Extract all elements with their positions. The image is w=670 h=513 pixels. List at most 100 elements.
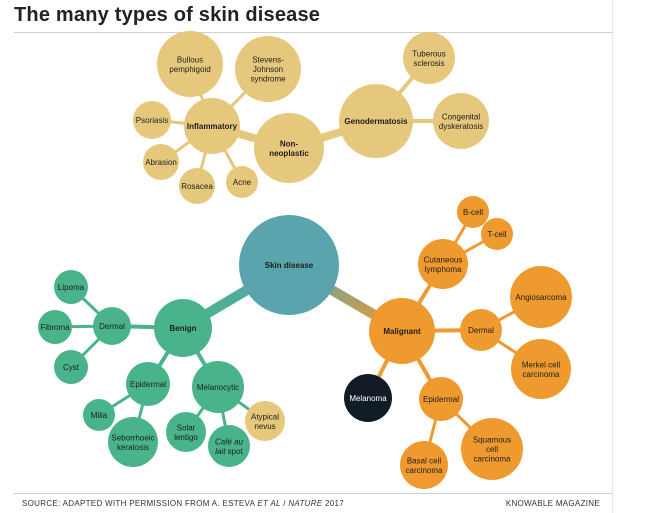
node-label-nonneoplastic-0: Non- xyxy=(280,139,299,148)
node-label-benign-0: Benign xyxy=(169,324,196,333)
node-circle-bcell xyxy=(457,196,489,228)
node-circle-atypical xyxy=(245,401,285,441)
node-psoriasis: Psoriasis xyxy=(133,101,171,139)
node-circle-tuberous xyxy=(403,32,455,84)
node-circle-malignant xyxy=(369,298,435,364)
node-label-seborrhoeic-1: keratosis xyxy=(117,443,149,452)
node-circle-epidermal-b xyxy=(126,362,170,406)
node-label-milia-0: Milia xyxy=(91,411,108,420)
node-circle-center xyxy=(239,215,339,315)
node-nonneoplastic: Non-neoplastic xyxy=(254,113,324,183)
node-circle-melanoma xyxy=(344,374,392,422)
node-circle-melanocytic xyxy=(192,361,244,413)
source-italic: ET AL xyxy=(257,499,281,508)
node-label-merkel-1: carcinoma xyxy=(523,370,560,379)
node-dermal-m: Dermal xyxy=(460,309,502,351)
node-label-dermal-m-0: Dermal xyxy=(468,326,494,335)
source-separator: / xyxy=(280,499,289,508)
node-circle-cafe xyxy=(208,425,250,467)
node-label-abrasion-0: Abrasion xyxy=(145,158,177,167)
node-label-nonneoplastic-1: neoplastic xyxy=(269,149,309,158)
node-circle-fibroma xyxy=(38,310,72,344)
node-circle-angiosarcoma xyxy=(510,266,572,328)
node-label-bullous-1: pemphigoid xyxy=(169,65,210,74)
node-tcell: T-cell xyxy=(481,218,513,250)
node-circle-psoriasis xyxy=(133,101,171,139)
node-label-cyst-0: Cyst xyxy=(63,363,80,372)
source-year: 2017 xyxy=(322,499,344,508)
node-label-congenital-0: Congenital xyxy=(442,112,480,121)
node-fibroma: Fibroma xyxy=(38,310,72,344)
node-label-atypical-0: Atypical xyxy=(251,412,279,421)
node-circle-congenital xyxy=(433,93,489,149)
node-circle-inflammatory xyxy=(184,98,240,154)
footer-divider xyxy=(14,493,612,494)
node-label-stevens-1: Johnson xyxy=(253,65,283,74)
node-label-stevens-2: syndrome xyxy=(250,75,286,84)
node-label-tuberous-0: Tuberous xyxy=(412,49,446,58)
node-label-tcell-0: T-cell xyxy=(487,230,506,239)
node-melanocytic: Melanocytic xyxy=(192,361,244,413)
node-label-solar-1: lentigo xyxy=(174,433,198,442)
node-label-center-0: Skin disease xyxy=(265,261,314,270)
node-center: Skin disease xyxy=(239,215,339,315)
node-label-lipoma-0: Lipoma xyxy=(58,283,85,292)
node-label-squamous-2: carcinoma xyxy=(474,455,511,464)
node-label-cutaneous-1: lymphoma xyxy=(425,265,462,274)
node-label-bullous-0: Bullous xyxy=(177,55,203,64)
node-label-rosacea-0: Rosacea xyxy=(181,182,213,191)
node-label-seborrhoeic-0: Seborrhoeic xyxy=(111,433,154,442)
node-genodermatosis: Genodermatosis xyxy=(339,84,413,158)
node-label-congenital-1: dyskeratosis xyxy=(439,122,483,131)
node-label-cafe-1: lait spot xyxy=(215,447,243,456)
node-epidermal-m: Epidermal xyxy=(419,377,463,421)
node-label-acne-0: Acne xyxy=(233,178,252,187)
node-label-merkel-0: Merkel cell xyxy=(522,360,560,369)
node-circle-stevens xyxy=(235,36,301,102)
node-circle-nonneoplastic xyxy=(254,113,324,183)
node-cyst: Cyst xyxy=(54,350,88,384)
title-divider xyxy=(14,32,612,33)
node-melanoma: Melanoma xyxy=(344,374,392,422)
node-circle-abrasion xyxy=(143,144,179,180)
node-epidermal-b: Epidermal xyxy=(126,362,170,406)
node-circle-tcell xyxy=(481,218,513,250)
node-inflammatory: Inflammatory xyxy=(184,98,240,154)
node-label-melanocytic-0: Melanocytic xyxy=(197,383,239,392)
node-circle-solar xyxy=(166,412,206,452)
node-label-angiosarcoma-0: Angiosarcoma xyxy=(515,293,567,302)
node-circle-lipoma xyxy=(54,270,88,304)
node-label-cafe-0: Café au xyxy=(215,437,244,446)
node-acne: Acne xyxy=(226,166,258,198)
node-circle-epidermal-m xyxy=(419,377,463,421)
node-circle-dermal-b xyxy=(93,307,131,345)
node-label-inflammatory-0: Inflammatory xyxy=(187,122,238,131)
node-label-tuberous-1: sclerosis xyxy=(413,59,444,68)
node-circle-cutaneous xyxy=(418,239,468,289)
node-label-genodermatosis-0: Genodermatosis xyxy=(344,117,408,126)
node-circle-acne xyxy=(226,166,258,198)
source-journal: NATURE xyxy=(288,499,323,508)
node-label-bcell-0: B-cell xyxy=(463,208,483,217)
node-label-melanoma-0: Melanoma xyxy=(349,394,387,403)
node-bcell: B-cell xyxy=(457,196,489,228)
node-label-squamous-1: cell xyxy=(486,445,498,454)
brand-credit: KNOWABLE MAGAZINE xyxy=(505,499,600,508)
node-dermal-b: Dermal xyxy=(93,307,131,345)
node-label-fibroma-0: Fibroma xyxy=(40,323,70,332)
node-circle-seborrhoeic xyxy=(108,417,158,467)
node-circle-dermal-m xyxy=(460,309,502,351)
source-credit: SOURCE: ADAPTED WITH PERMISSION FROM A. … xyxy=(22,499,344,508)
node-circle-bullous xyxy=(157,31,223,97)
